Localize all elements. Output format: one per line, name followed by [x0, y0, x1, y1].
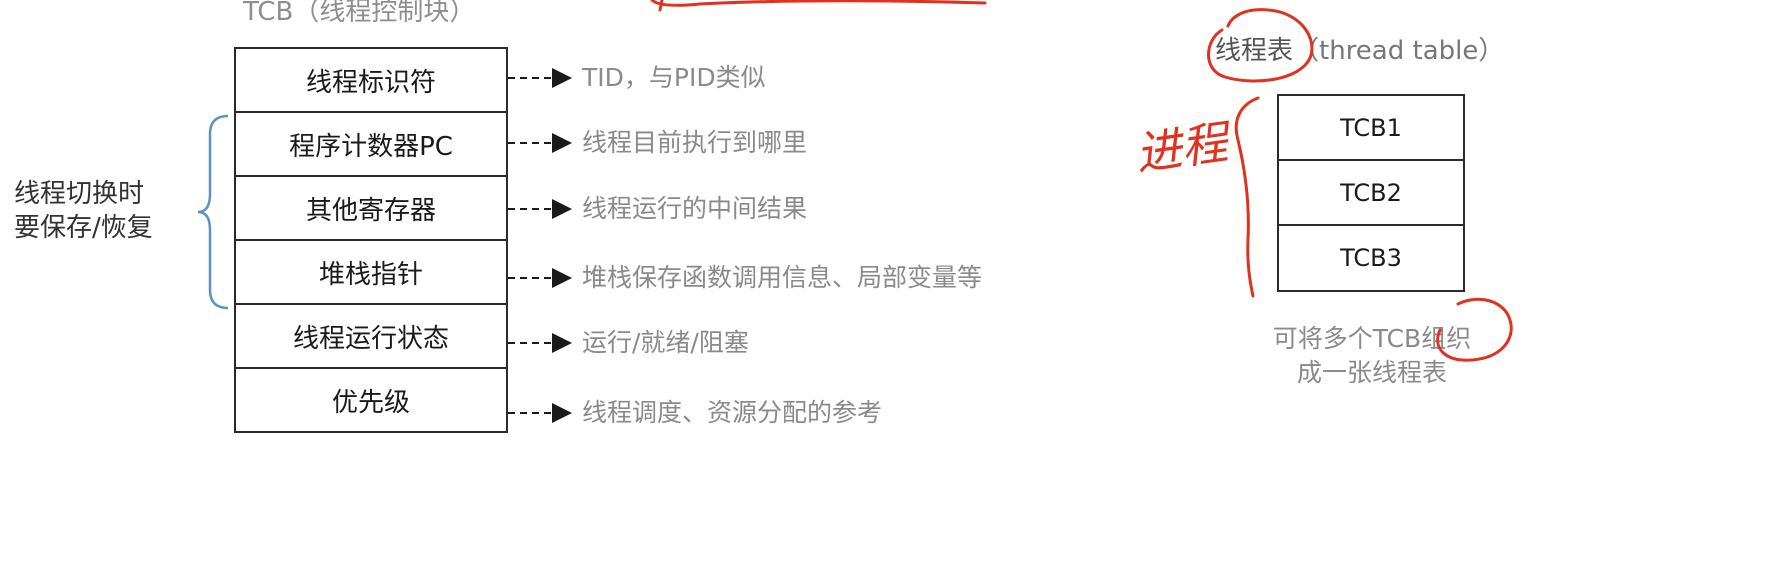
desc-stack-pointer: 堆栈保存函数调用信息、局部变量等 [582, 263, 983, 292]
thread-table-title: 线程表（thread table） [1215, 30, 1504, 67]
tcb-row-program-counter: 程序计数器PC [236, 113, 506, 177]
thread-table-note-line2: 成一张线程表 [1296, 358, 1447, 387]
tcb-row-priority: 优先级 [331, 387, 410, 418]
context-switch-label: 线程切换时 要保存/恢复 [14, 177, 153, 245]
handwritten-process-label: 进程 [1132, 114, 1231, 182]
curly-brace [197, 114, 229, 310]
thread-table-row-tcb1: TCB1 [1279, 96, 1463, 161]
thread-table-title-cn: 线程表 [1215, 36, 1294, 66]
thread-table-title-en: （thread table） [1293, 36, 1505, 66]
thread-table-row-tcb3: TCB3 [1340, 244, 1402, 272]
thread-table-note-line1: 可将多个TCB组织 [1272, 324, 1472, 353]
desc-other-registers: 线程运行的中间结果 [582, 194, 808, 223]
context-switch-label-line2: 要保存/恢复 [14, 213, 153, 243]
top-scribble [650, 0, 987, 7]
tcb-title: TCB（线程控制块） [243, 0, 476, 27]
tcb-row-thread-id: 线程标识符 [236, 49, 506, 113]
tcb-table: 线程标识符 程序计数器PC 其他寄存器 堆栈指针 线程运行状态 优先级 [234, 47, 508, 433]
tcb-row-run-state: 线程运行状态 [236, 305, 506, 369]
thread-table: TCB1 TCB2 TCB3 [1277, 94, 1465, 292]
thread-table-note: 可将多个TCB组织 成一张线程表 [1232, 322, 1512, 390]
thread-table-row-tcb2: TCB2 [1279, 161, 1463, 226]
desc-program-counter: 线程目前执行到哪里 [582, 128, 808, 157]
tcb-row-stack-pointer: 堆栈指针 [236, 241, 506, 305]
desc-run-state: 运行/就绪/阻塞 [582, 328, 749, 357]
bracket-curve [1234, 96, 1260, 298]
tcb-row-other-registers: 其他寄存器 [236, 177, 506, 241]
desc-thread-id: TID，与PID类似 [582, 63, 766, 92]
context-switch-label-line1: 线程切换时 [14, 179, 145, 209]
desc-priority: 线程调度、资源分配的参考 [582, 398, 883, 427]
